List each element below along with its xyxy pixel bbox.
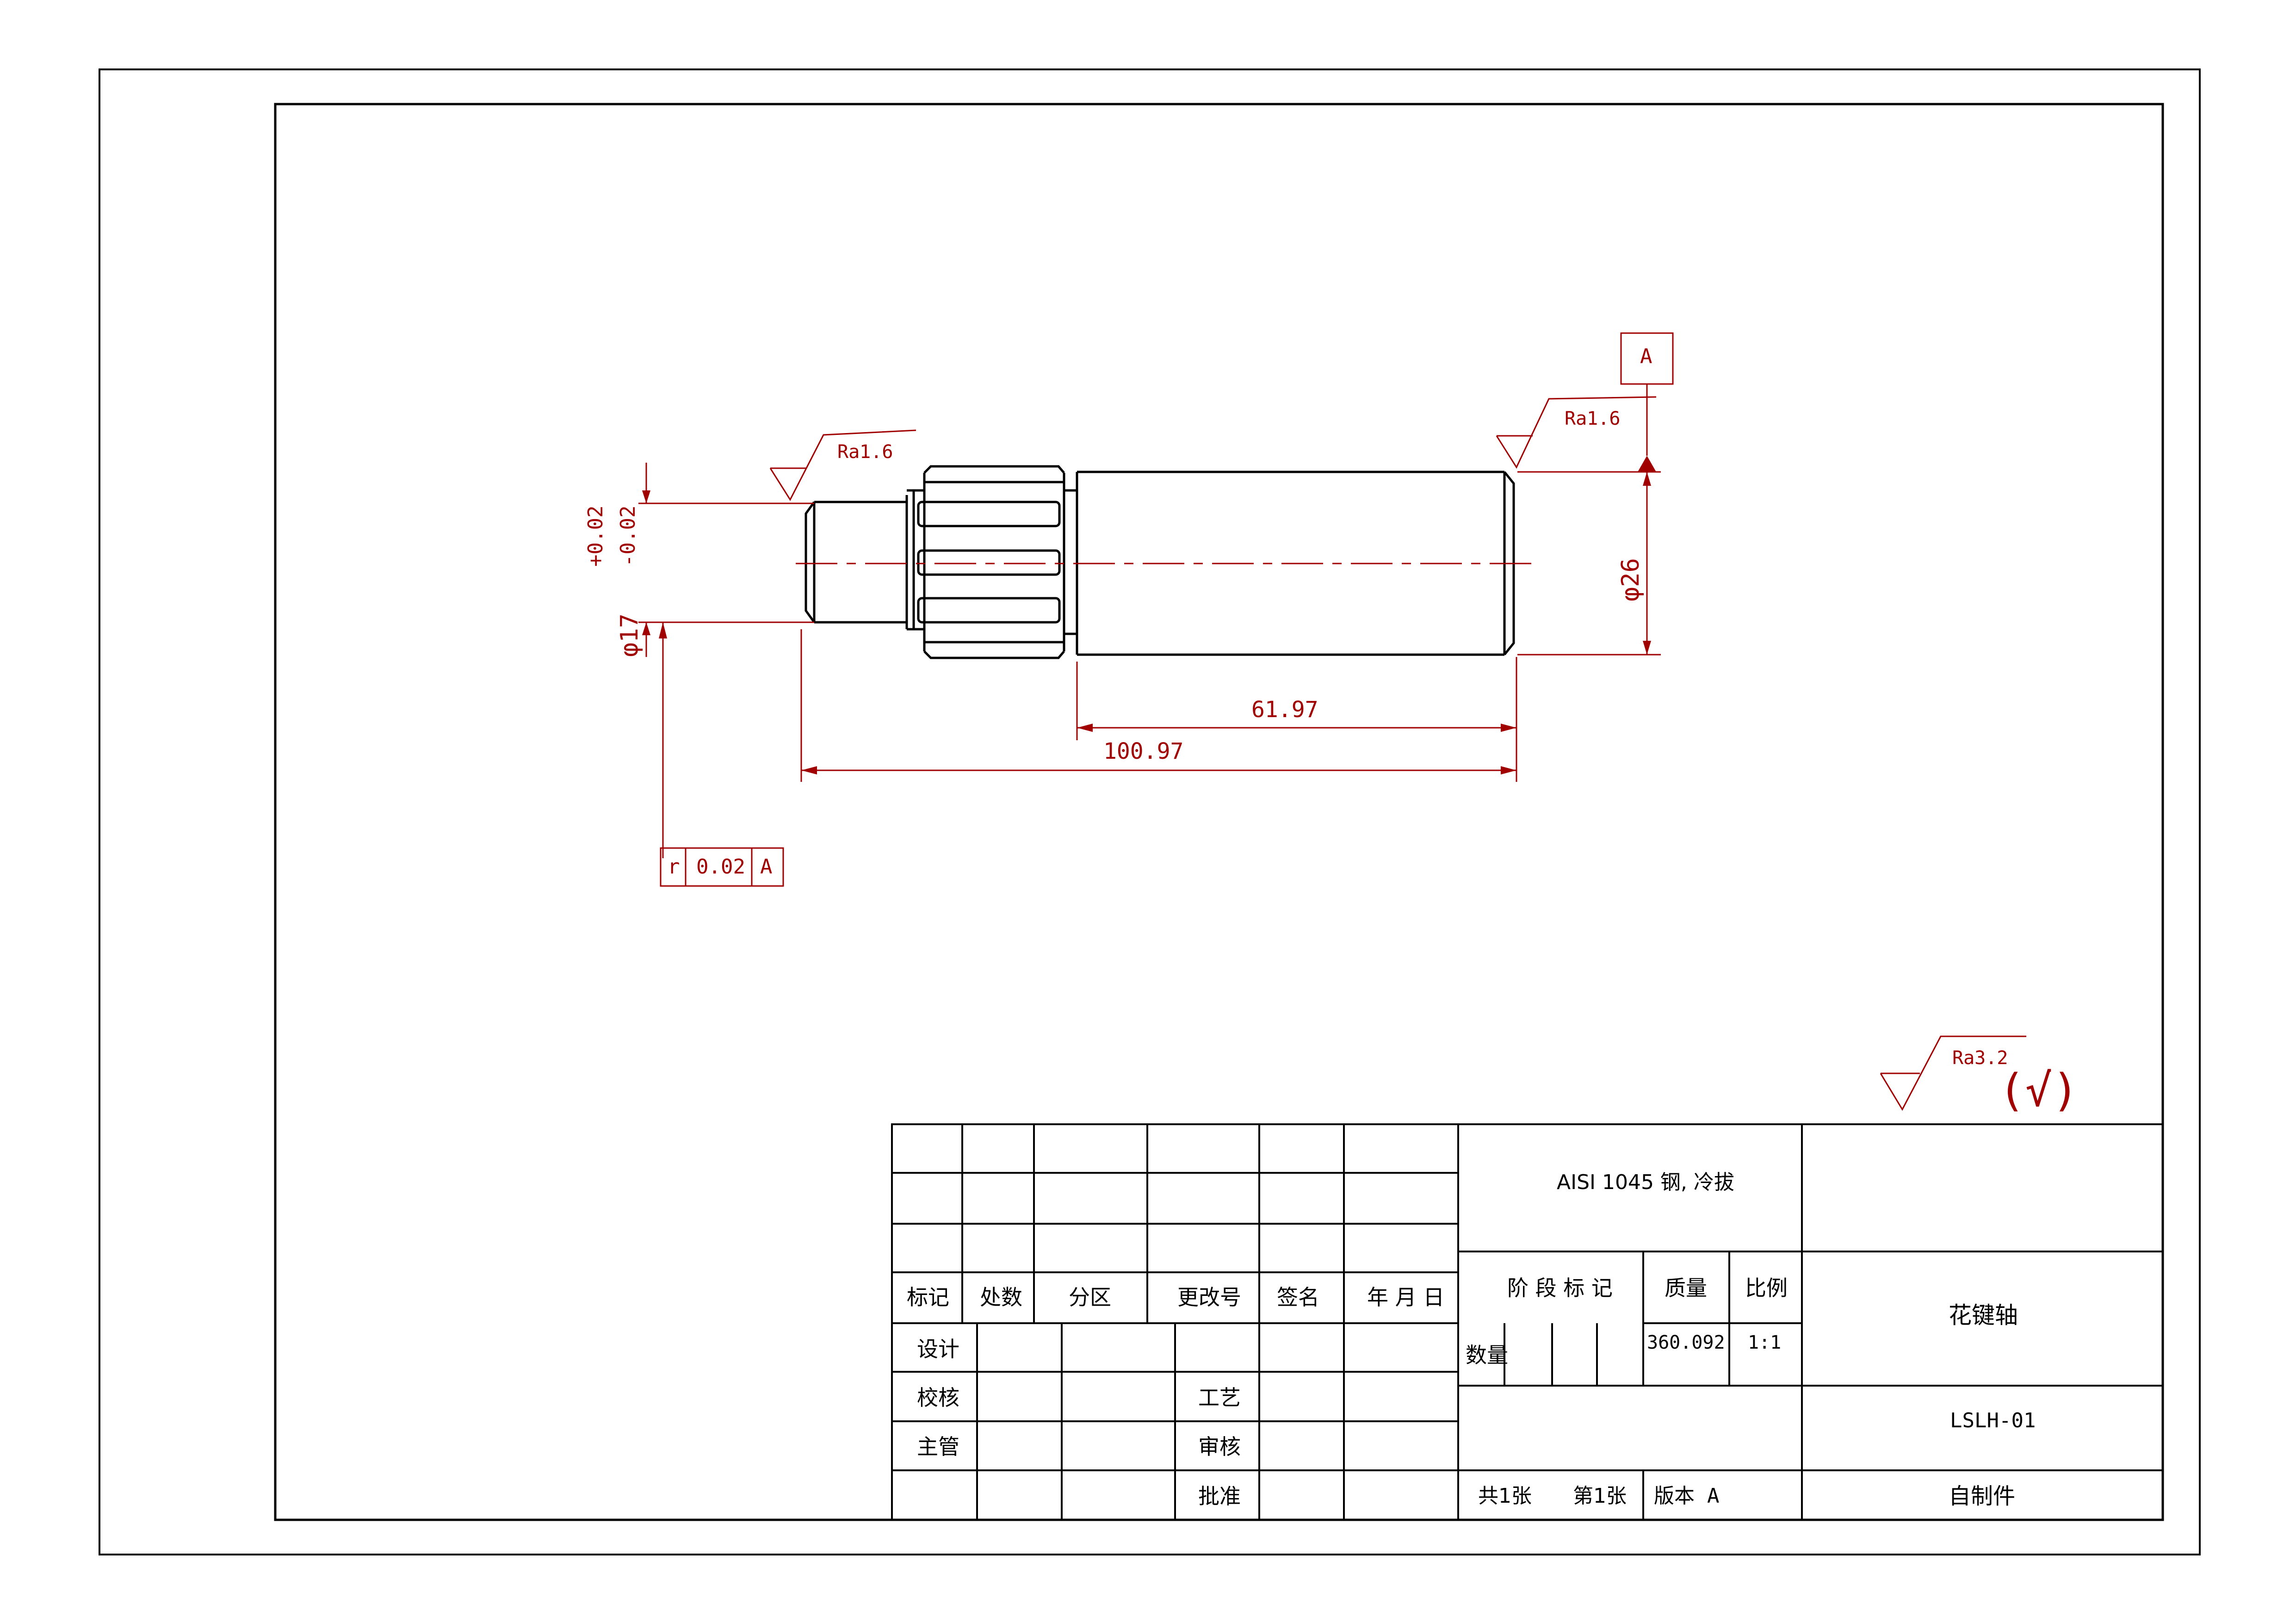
- roughness-right-label: Ra1.6: [1565, 408, 1620, 429]
- scale-value: 1:1: [1748, 1332, 1781, 1353]
- roughness-general-suffix: (√): [1999, 1065, 2079, 1116]
- roughness-right-symbol: [1496, 396, 1657, 469]
- datum-label: A: [1640, 345, 1652, 368]
- roughness-general-label: Ra3.2: [1952, 1047, 2008, 1069]
- dim-left-tol-lower: -0.02: [616, 506, 640, 567]
- version-label: 版本: [1654, 1484, 1695, 1508]
- outer-border: [99, 68, 2201, 1555]
- part-source: 自制件: [1949, 1483, 2015, 1509]
- header-mark: 标记: [907, 1285, 949, 1310]
- feature-control-frame: [660, 847, 784, 887]
- material-spec: AISI 1045 钢, 冷拔: [1557, 1171, 1734, 1194]
- dim-length-short: 61.97: [1251, 697, 1318, 723]
- part-name: 花键轴: [1949, 1302, 2018, 1329]
- role-check: 校核: [917, 1385, 959, 1410]
- spline-shaft-outline: [805, 465, 1515, 659]
- roughness-left-symbol: [769, 429, 916, 502]
- fcf-tolerance: 0.02: [696, 855, 745, 879]
- dim-left-diameter: φ17: [616, 613, 644, 657]
- stage-mark-label: 阶 段 标 记: [1507, 1276, 1613, 1301]
- mass-label: 质量: [1665, 1276, 1707, 1301]
- fcf-symbol: r: [668, 855, 680, 879]
- header-zone: 分区: [1069, 1285, 1111, 1310]
- quantity-label: 数量: [1466, 1343, 1508, 1368]
- header-change-no: 更改号: [1177, 1285, 1241, 1310]
- role-approve: 批准: [1198, 1484, 1241, 1509]
- dim-length-total: 100.97: [1103, 738, 1183, 764]
- dim-right-diameter: φ26: [1617, 558, 1645, 601]
- scale-label: 比例: [1745, 1276, 1788, 1301]
- title-block: [891, 1123, 2164, 1521]
- header-date: 年 月 日: [1367, 1285, 1444, 1310]
- role-review: 审核: [1198, 1434, 1241, 1459]
- roughness-general-symbol: [1880, 1035, 2026, 1111]
- role-design: 设计: [917, 1337, 959, 1362]
- sheet-number: 第1张: [1573, 1484, 1627, 1508]
- drawing-number: LSLH-01: [1950, 1409, 2036, 1432]
- sheets-total: 共1张: [1478, 1484, 1532, 1508]
- header-count: 处数: [980, 1285, 1022, 1310]
- version-value: A: [1707, 1484, 1720, 1508]
- mass-value: 360.092: [1647, 1332, 1725, 1353]
- header-signature: 签名: [1277, 1285, 1319, 1310]
- dim-left-tol-upper: +0.02: [584, 506, 607, 567]
- datum-box: [1620, 332, 1674, 385]
- fcf-datum: A: [760, 855, 773, 879]
- roughness-left-label: Ra1.6: [837, 441, 893, 463]
- annotations: φ17 +0.02 -0.02 Ra1.6 φ26 A Ra1.6: [584, 332, 2079, 1116]
- role-process: 工艺: [1198, 1385, 1241, 1410]
- role-supervisor: 主管: [917, 1434, 959, 1459]
- datum-triangle: [1638, 456, 1656, 472]
